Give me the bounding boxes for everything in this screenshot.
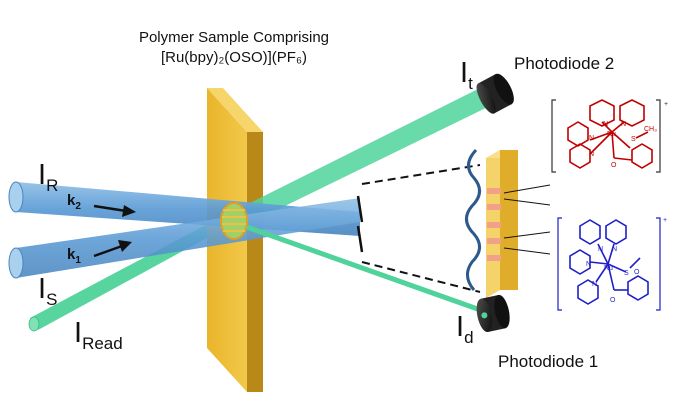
red-Ru: Ru bbox=[607, 131, 616, 138]
signal-beam-IS bbox=[16, 198, 360, 278]
blue-N2: N bbox=[612, 246, 617, 253]
sample-title: Polymer Sample Comprising [Ru(bpy)₂(OSO)… bbox=[118, 28, 350, 68]
transmitted-beam bbox=[236, 86, 494, 226]
wavefront-curve bbox=[465, 148, 481, 291]
zoom-line-bottom bbox=[361, 261, 481, 293]
red-N2: N bbox=[621, 121, 626, 128]
red-N1: N bbox=[603, 121, 608, 128]
red-N3: N bbox=[589, 135, 594, 142]
write-beams bbox=[8, 181, 364, 279]
photodiode-2 bbox=[476, 73, 514, 114]
blue-isomer-structure bbox=[557, 217, 661, 311]
slab-side bbox=[247, 132, 263, 392]
label-Id: Id bbox=[456, 311, 474, 347]
sample-title-formula: [Ru(bpy)₂(OSO)](PF₆) bbox=[160, 49, 308, 66]
red-CH3: CH₃ bbox=[644, 126, 657, 133]
beam-block-upper bbox=[356, 195, 364, 223]
label-It: It bbox=[460, 57, 473, 93]
photodiode-2-label: Photodiode 2 bbox=[514, 54, 615, 73]
blue-isomer-atoms: N N N N Ru S O O + bbox=[586, 217, 667, 304]
red-isomer-structure bbox=[551, 99, 661, 173]
magnified-grating bbox=[465, 148, 551, 298]
photodiode-1-label: Photodiode 1 bbox=[498, 352, 599, 371]
blue-N3: N bbox=[586, 261, 591, 268]
blue-O: O bbox=[610, 297, 616, 304]
label-IRead: IRead bbox=[74, 317, 123, 353]
label-IS: IS bbox=[38, 273, 58, 309]
read-beam-entry-face bbox=[28, 316, 40, 332]
signal-beam-entry-face bbox=[8, 247, 24, 279]
sample-title-line1: Polymer Sample Comprising bbox=[138, 29, 330, 46]
label-k1: k1 bbox=[67, 246, 81, 266]
blue-charge: + bbox=[663, 217, 667, 224]
red-isomer-atoms: N N N N Ru S CH₃ O + bbox=[589, 101, 668, 169]
blue-N1: N bbox=[598, 246, 603, 253]
blue-S: S bbox=[624, 270, 629, 277]
blue-sulfoxide-O: O bbox=[634, 269, 640, 276]
reference-beam-entry-face bbox=[8, 181, 24, 213]
red-O: O bbox=[611, 162, 617, 169]
photodiode-1 bbox=[476, 294, 510, 333]
k2-arrow bbox=[93, 204, 136, 217]
holographic-grating-spot bbox=[220, 202, 248, 240]
blue-Ru: Ru bbox=[604, 265, 613, 272]
label-k2: k2 bbox=[67, 192, 81, 212]
beam-block-lower bbox=[356, 225, 364, 253]
zoom-line-top bbox=[361, 164, 481, 185]
red-charge: + bbox=[664, 101, 668, 108]
blue-N4: N bbox=[592, 281, 597, 288]
red-N4: N bbox=[589, 151, 594, 158]
red-S: S bbox=[631, 136, 636, 143]
k1-arrow bbox=[93, 240, 132, 258]
diffracted-beam bbox=[243, 223, 487, 315]
label-IR: IR bbox=[38, 159, 59, 195]
slab-top-edge bbox=[207, 88, 263, 132]
